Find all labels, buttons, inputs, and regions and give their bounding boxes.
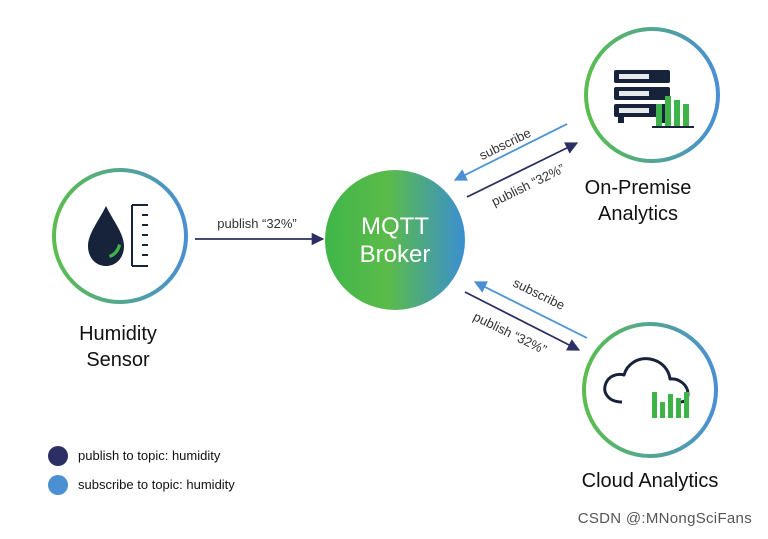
watermark: CSDN @:MNongSciFans (577, 510, 752, 527)
subscribe-arrow-onprem (453, 123, 568, 181)
water-drop-gauge-icon (88, 204, 148, 267)
edge-sensor-to-broker: publish “32%” (195, 216, 325, 246)
legend-subscribe-label: subscribe to topic: humidity (78, 477, 235, 492)
cloud-node: Cloud Analytics (582, 322, 719, 492)
publish-arrow-onprem (466, 142, 579, 198)
cloud-chart-icon (603, 357, 690, 418)
onprem-node: On-Premise Analytics (584, 27, 720, 225)
legend-publish-label: publish to topic: humidity (78, 448, 221, 463)
legend-publish-swatch (48, 446, 68, 466)
broker-node: MQTT Broker (325, 170, 465, 310)
cloud-ring (582, 322, 718, 458)
onprem-label-line2: Analytics (598, 203, 678, 225)
onprem-label-line1: On-Premise (585, 177, 692, 199)
publish-arrow-cloud (464, 291, 581, 351)
edge-label-cloud-subscribe: subscribe (511, 275, 568, 313)
legend: publish to topic: humidity subscribe to … (48, 446, 235, 495)
broker-label-line2: Broker (360, 241, 431, 268)
sensor-node: Humidity Sensor (52, 168, 188, 371)
edge-label-cloud-publish: publish “32%” (471, 309, 549, 357)
sensor-label-line2: Sensor (86, 349, 150, 371)
sensor-label-line1: Humidity (79, 323, 157, 345)
subscribe-arrow-cloud (473, 281, 588, 339)
server-chart-icon (614, 70, 694, 128)
edge-label-onprem-subscribe: subscribe (477, 125, 534, 163)
broker-circle (325, 170, 465, 310)
legend-subscribe-swatch (48, 475, 68, 495)
edge-label-sensor-publish: publish “32%” (217, 216, 297, 231)
cloud-label: Cloud Analytics (582, 470, 719, 492)
broker-label-line1: MQTT (361, 213, 429, 240)
